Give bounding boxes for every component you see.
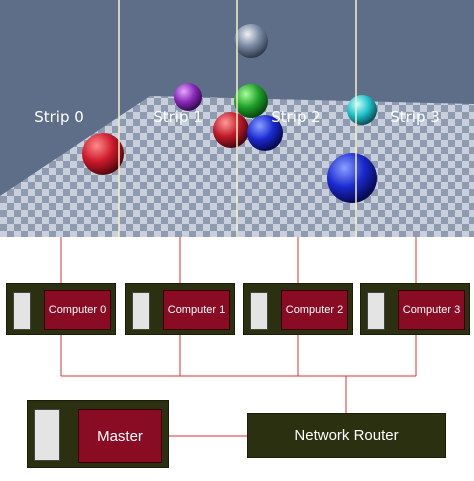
red-sphere-middle [213,112,249,148]
computer-label-1: Computer 1 [163,290,230,330]
blue-sphere-right [327,153,377,203]
master-node: Master [27,400,169,468]
strip-label-1: Strip 1 [153,108,203,126]
master-label: Master [78,409,162,463]
ray-traced-scene [0,0,474,237]
drive-slot [367,292,385,330]
drive-slot [13,292,31,330]
red-sphere-left [82,133,124,175]
strip-label-3: Strip 3 [390,108,440,126]
computer-node-3: Computer 3 [360,283,470,335]
computer-label-2: Computer 2 [281,290,348,330]
computer-node-1: Computer 1 [125,283,235,335]
computer-label-0: Computer 0 [44,290,111,330]
drive-slot [34,409,60,461]
purple-sphere [174,83,202,111]
glass-sphere [234,24,268,58]
computer-label-3: Computer 3 [398,290,465,330]
strip-label-2: Strip 2 [271,108,321,126]
drive-slot [132,292,150,330]
computer-node-0: Computer 0 [6,283,116,335]
computer-node-2: Computer 2 [243,283,353,335]
cyan-sphere [347,95,377,125]
green-sphere [234,84,268,118]
strip-label-0: Strip 0 [34,108,84,126]
blue-sphere-middle [247,115,283,151]
network-router: Network Router [247,413,446,458]
drive-slot [250,292,268,330]
